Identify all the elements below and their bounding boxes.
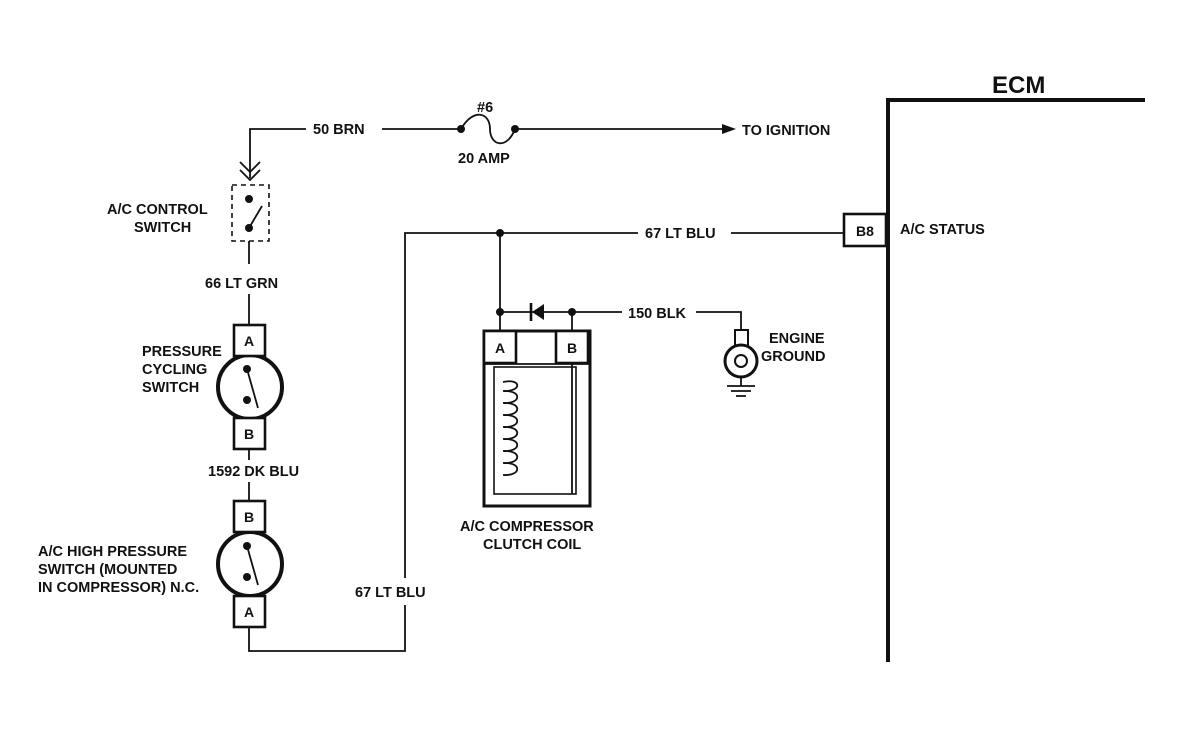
compressor-clutch-coil: A B A/C COMPRESSOR CLUTCH COIL — [460, 312, 594, 553]
wire-66-label: 66 LT GRN — [205, 276, 278, 292]
high-pressure-switch-body — [216, 530, 284, 598]
ground-symbol-icon — [727, 377, 755, 397]
ac-control-switch-label-2: SWITCH — [134, 220, 191, 236]
switch-contact-top — [245, 195, 253, 203]
ac-control-switch-label-1: A/C CONTROL — [107, 202, 208, 218]
pressure-cycling-switch: A B PRESSURE CYCLING SWITCH — [142, 323, 284, 451]
wire-50-brn-left — [249, 128, 306, 178]
connector-chevron-icon — [239, 161, 261, 182]
wire-150-right — [696, 311, 742, 330]
pcs-pin-a-label: A — [244, 333, 254, 349]
wire-67-side-label: 67 LT BLU — [355, 585, 426, 601]
coil-inner-frame — [493, 366, 577, 495]
fuse-number: #6 — [477, 100, 493, 116]
fuse-rating: 20 AMP — [458, 151, 510, 167]
hps-blade — [246, 545, 259, 586]
ac-control-switch: A/C CONTROL SWITCH — [107, 161, 270, 242]
hps-pin-b — [232, 499, 267, 534]
engine-ground-label-2: GROUND — [761, 349, 825, 365]
fuse-element — [460, 113, 516, 145]
pcs-pin-a — [232, 323, 267, 358]
coil-label-2: CLUTCH COIL — [483, 537, 581, 553]
clamping-diode — [500, 303, 576, 321]
pcs-contact-bottom — [243, 396, 251, 404]
ecm-outline — [886, 98, 1145, 662]
pcs-pin-b — [232, 416, 267, 451]
to-ignition-label: TO IGNITION — [742, 123, 830, 139]
ignition-feed: 50 BRN #6 20 AMP TO IGNITION — [249, 100, 830, 178]
wire-50-brn-label: 50 BRN — [313, 122, 365, 138]
pcs-label-1: PRESSURE — [142, 344, 222, 360]
pcs-label-3: SWITCH — [142, 380, 199, 396]
engine-ground: ENGINE GROUND — [723, 329, 825, 397]
ecm-title: ECM — [992, 72, 1045, 99]
pcs-pin-b-label: B — [244, 426, 254, 442]
coil-pin-a — [482, 329, 518, 365]
hps-label-3: IN COMPRESSOR) N.C. — [38, 580, 199, 596]
ecm-module: ECM B8 A/C STATUS — [842, 72, 1145, 662]
wire-67-left — [404, 232, 500, 578]
hps-pin-a-label: A — [244, 604, 254, 620]
pcs-blade — [246, 368, 259, 409]
wire-150-label: 150 BLK — [628, 306, 687, 322]
ecm-pin-b8 — [842, 212, 888, 248]
arrow-right-icon — [722, 124, 736, 134]
coil-pin-b — [554, 329, 590, 365]
ac-control-switch-housing — [231, 184, 270, 242]
switch-blade — [248, 205, 263, 229]
diode-icon — [532, 304, 544, 320]
engine-ground-label-1: ENGINE — [769, 331, 825, 347]
ecm-pin-function-label: A/C STATUS — [900, 222, 985, 238]
pressure-cycling-switch-body — [216, 353, 284, 421]
hps-label-2: SWITCH (MOUNTED — [38, 562, 177, 578]
coil-winding-icon — [502, 380, 519, 476]
ecm-pin-b8-label: B8 — [856, 223, 874, 239]
coil-label-1: A/C COMPRESSOR — [460, 519, 594, 535]
hps-pin-b-label: B — [244, 509, 254, 525]
coil-pin-b-label: B — [567, 340, 577, 356]
wire-67-bottom — [248, 605, 406, 652]
ground-eyelet-hole — [734, 354, 748, 368]
wire-67-top-label: 67 LT BLU — [645, 226, 716, 242]
pcs-label-2: CYCLING — [142, 362, 207, 378]
hps-label-1: A/C HIGH PRESSURE — [38, 544, 187, 560]
high-pressure-switch: B A A/C HIGH PRESSURE SWITCH (MOUNTED IN… — [38, 499, 284, 629]
coil-pin-a-label: A — [495, 340, 505, 356]
wire-1592-label: 1592 DK BLU — [208, 464, 299, 480]
hps-contact-bottom — [243, 573, 251, 581]
